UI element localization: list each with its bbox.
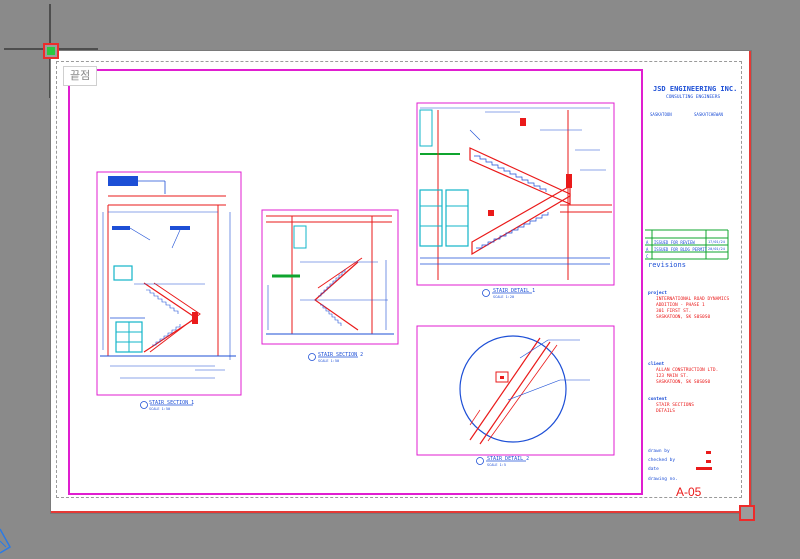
content-line: STAIR SECTIONS — [656, 403, 694, 408]
ucs-icon — [0, 528, 12, 554]
drawing-scale-label: SCALE 1:20 — [493, 295, 515, 299]
stair-detail-2[interactable] — [416, 325, 615, 465]
drawing-title-label: STAIR SECTION 2 — [318, 352, 364, 358]
project-line: SASKATOON, SK S0S0S0 — [656, 315, 711, 320]
printable-area-border — [56, 61, 742, 498]
layout-viewport[interactable] — [68, 69, 643, 495]
company-name: JSD ENGINEERING INC. — [653, 85, 738, 93]
checked-by-label: checked by — [648, 458, 676, 463]
project-heading: project — [648, 291, 667, 296]
client-heading: client — [648, 362, 665, 367]
active-grip-marker — [47, 47, 55, 55]
revisions-heading: revisions — [648, 261, 686, 269]
title-block — [645, 229, 729, 470]
drawing-scale-label: SCALE 1:5 — [487, 463, 506, 467]
drawing-title-label: STAIR DETAIL 1 — [493, 288, 536, 294]
revision-no: C — [646, 254, 649, 259]
drawing-title-label: STAIR SECTION 1 — [149, 400, 195, 406]
revision-desc: ISSUED FOR REVIEW — [653, 240, 695, 245]
drawing-scale-label: SCALE 1:50 — [149, 407, 171, 411]
content-heading: content — [648, 397, 667, 402]
stair-section-2[interactable] — [261, 209, 399, 361]
content-line: DETAILS — [656, 409, 675, 414]
revision-row: A ISSUED FOR BLDG PERMIT — [646, 247, 707, 252]
drawing-title-label: STAIR DETAIL 2 — [487, 456, 530, 462]
province-label: SASKATCHEWAN — [694, 112, 723, 117]
drawing-scale-label: SCALE 1:50 — [318, 359, 340, 363]
city-label: SASKATOON — [650, 112, 672, 117]
project-line: ADDITION - PHASE 1 — [656, 303, 705, 308]
revision-no: A — [646, 247, 649, 252]
revision-no: A — [646, 240, 649, 245]
project-line: INTERNATIONAL ROAD DYNAMICS — [656, 297, 730, 302]
selection-grip-bottom-right[interactable] — [739, 505, 755, 521]
revision-desc: ISSUED FOR BLDG PERMIT — [653, 247, 707, 252]
revision-date: 17/01/24 — [708, 240, 725, 244]
project-line: 301 FIRST ST. — [656, 309, 692, 314]
paper-sheet[interactable] — [51, 51, 751, 513]
client-line: ALLAN CONSTRUCTION LTD. — [656, 368, 719, 373]
revision-date: 20/01/24 — [708, 247, 725, 251]
drawing-no-label: drawing no. — [648, 477, 678, 482]
date-label: date — [648, 467, 659, 472]
client-line: SASKATOON, SK S0S0S0 — [656, 380, 711, 385]
company-subtitle: CONSULTING ENGINEERS — [666, 95, 721, 100]
client-line: 123 MAIN ST. — [656, 374, 689, 379]
revision-row: A ISSUED FOR REVIEW — [646, 240, 695, 245]
osnap-tooltip: 끝점 — [63, 66, 98, 86]
drawing-number: A-05 — [676, 485, 702, 499]
selection-grip-top-left[interactable] — [43, 43, 59, 59]
stair-detail-1[interactable] — [416, 102, 615, 297]
stair-section-1[interactable] — [96, 171, 242, 409]
drawn-by-label: drawn by — [648, 449, 670, 454]
